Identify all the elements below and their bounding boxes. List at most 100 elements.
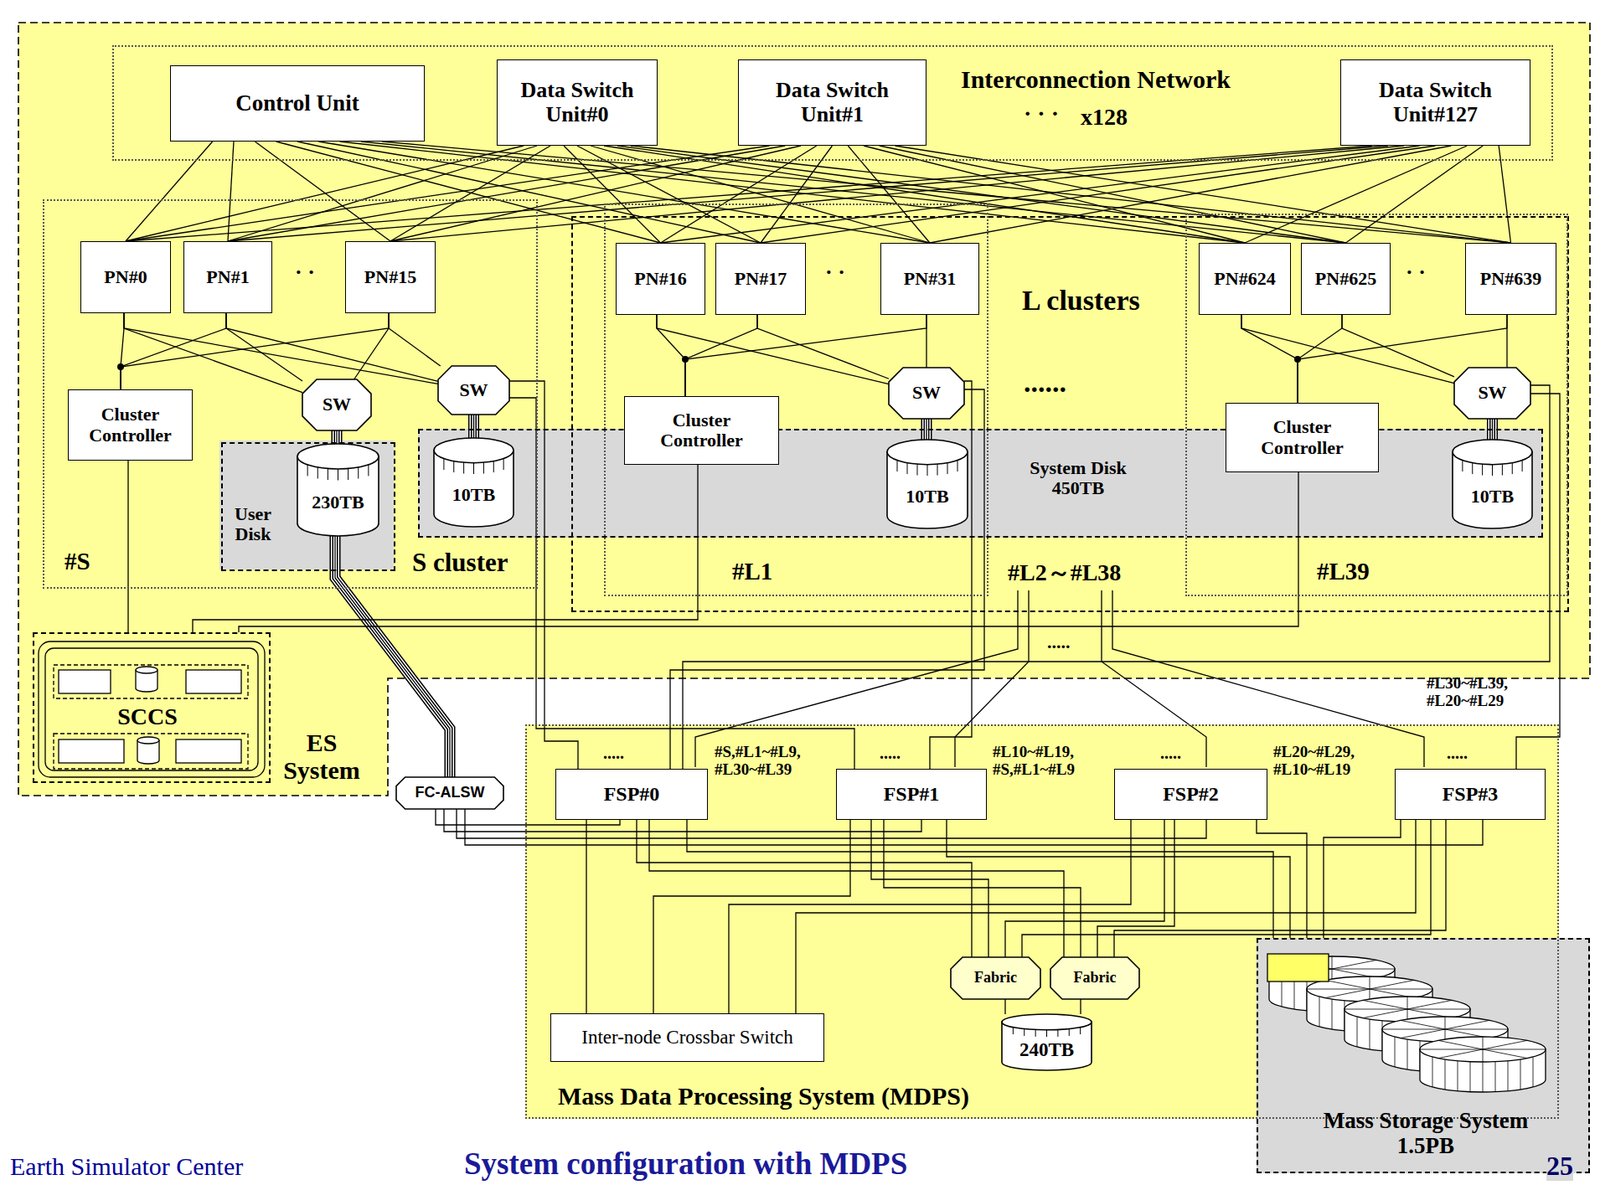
annotation-label: ..... <box>1160 743 1182 763</box>
connector-line <box>883 820 1081 958</box>
node-label: Cluster Controller <box>630 410 773 451</box>
connector-line <box>123 313 303 393</box>
annotation-label: #L30~#L39, #L20~#L29 <box>1426 675 1544 711</box>
process-box: PN#17 <box>715 242 806 315</box>
switch-octagon: SW <box>1454 367 1531 419</box>
region-label-holder: #L39 <box>1316 557 1370 586</box>
annotation-label: ...... <box>1023 366 1067 398</box>
label-holder: #S,#L1~#L9, #L30~#L39 <box>714 743 832 780</box>
disk-cylinder: 240TB <box>1001 1014 1092 1071</box>
label-holder: ..... <box>1446 743 1468 764</box>
label-holder: ..... <box>603 743 625 764</box>
node-label: FSP#0 <box>603 783 661 806</box>
connector-line <box>686 820 1274 939</box>
connector-line <box>473 414 475 439</box>
switch-octagon: SW <box>438 366 510 415</box>
disk-cylinder: 10TB <box>887 439 968 529</box>
connector-line <box>125 141 213 242</box>
connector-line <box>1005 820 1165 958</box>
disk-cylinder: 230TB <box>297 443 379 537</box>
process-box: FSP#0 <box>555 769 708 821</box>
connector-line <box>361 141 1347 243</box>
annotation-label: ..... <box>1047 632 1071 653</box>
label-holder: ..... <box>1047 631 1071 654</box>
connector-line <box>1004 999 1006 1015</box>
region-frame: SCCS <box>32 632 271 784</box>
annotation-label: 25 <box>1546 1151 1574 1182</box>
switch-octagon: SW <box>888 367 965 419</box>
annotation-label: Earth Simulator Center <box>10 1152 243 1181</box>
region-label-holder: ES System <box>275 728 368 785</box>
region-title: #L39 <box>1316 558 1370 586</box>
connector-line <box>656 314 686 397</box>
region-frame: Mass Storage System 1.5PB <box>1256 938 1590 1174</box>
node-label: 10TB <box>452 485 496 506</box>
region-label-holder: Mass Storage System 1.5PB <box>1300 1109 1552 1160</box>
connector-line <box>1114 820 1446 958</box>
region-frame: Control UnitData Switch Unit#0Data Switc… <box>112 45 1554 161</box>
region-frame: PN#624PN#625PN#639Cluster ControllerSW10… <box>1185 213 1569 597</box>
process-box: PN#624 <box>1198 242 1291 315</box>
cylinder-outline <box>433 438 514 527</box>
label-holder: x128 <box>1080 103 1128 131</box>
process-box: Cluster Controller <box>624 396 780 465</box>
process-box: PN#625 <box>1300 242 1391 315</box>
process-box: FSP#2 <box>1114 769 1268 821</box>
cylinder-outline <box>297 443 379 537</box>
node-label: SW <box>912 382 941 403</box>
region-title: S cluster <box>412 548 509 578</box>
label-holder: Earth Simulator Center <box>10 1152 243 1182</box>
label-holder: #L30~#L39, #L20~#L29 <box>1426 675 1544 711</box>
region-title: ES System <box>275 728 368 785</box>
cylinder-outline <box>1452 439 1533 529</box>
region-title: Mass Data Processing System (MDPS) <box>557 1082 970 1110</box>
node-label: PN#31 <box>903 268 956 290</box>
process-box: Data Switch Unit#1 <box>738 59 927 146</box>
process-box: PN#0 <box>80 241 171 314</box>
node-label: Cluster Controller <box>74 404 186 445</box>
region-frame: PN#16PN#17PN#31Cluster ControllerSW10TB#… <box>603 203 989 597</box>
region-label-holder: User Disk <box>227 504 279 546</box>
junction-dots <box>117 356 1301 371</box>
switch-octagon: FC-ALSW <box>396 777 504 810</box>
node-label: PN#625 <box>1315 268 1377 290</box>
region-frame: Control UnitData Switch Unit#0Data Switc… <box>18 22 1590 796</box>
connector-line <box>127 460 129 633</box>
switch-octagon: SW <box>302 379 372 431</box>
node-label: Fabric <box>974 970 1017 987</box>
annotation-label: ..... <box>603 743 625 763</box>
connector-line <box>226 313 303 382</box>
connector-line <box>682 385 1550 770</box>
process-box: FSP#3 <box>1394 769 1546 821</box>
node-label: PN#15 <box>364 267 417 288</box>
region-frame: 230TB User Disk <box>221 442 396 572</box>
region-label-holder: System Disk 450TB <box>1006 458 1150 500</box>
connector-line <box>871 820 989 958</box>
node-label: 10TB <box>1470 486 1514 507</box>
label-holder: ...... <box>1023 366 1067 399</box>
node-label: Inter-node Crossbar Switch <box>581 1027 793 1048</box>
annotation-label: · · · <box>1023 101 1059 128</box>
label-holder: #L2～#L38 <box>1007 559 1121 587</box>
connector-line <box>757 314 889 379</box>
node-label: Data Switch Unit#1 <box>744 78 920 127</box>
connector-line <box>1256 820 1307 939</box>
region-frame: FSP#0FSP#1FSP#2FSP#3Inter-node Crossbar … <box>525 724 1559 1120</box>
connector-line <box>1241 314 1298 403</box>
node-label: SW <box>459 380 488 401</box>
region-title: Mass Storage System 1.5PB <box>1300 1109 1552 1159</box>
region-label-holder: Mass Data Processing System (MDPS) <box>557 1082 970 1111</box>
node-label: FSP#3 <box>1442 783 1499 806</box>
node-label: Control Unit <box>235 91 359 117</box>
connector-line <box>1097 820 1175 958</box>
connector-line <box>656 314 889 385</box>
connector-line <box>1021 820 1431 958</box>
label-holder: #L10~#L19, #S,#L1~#L9 <box>992 743 1110 780</box>
process-box: Control Unit <box>170 65 425 142</box>
region-title: L clusters <box>1021 284 1141 316</box>
disk-cylinder: 10TB <box>433 438 514 527</box>
annotation-label: · · <box>1405 260 1426 285</box>
